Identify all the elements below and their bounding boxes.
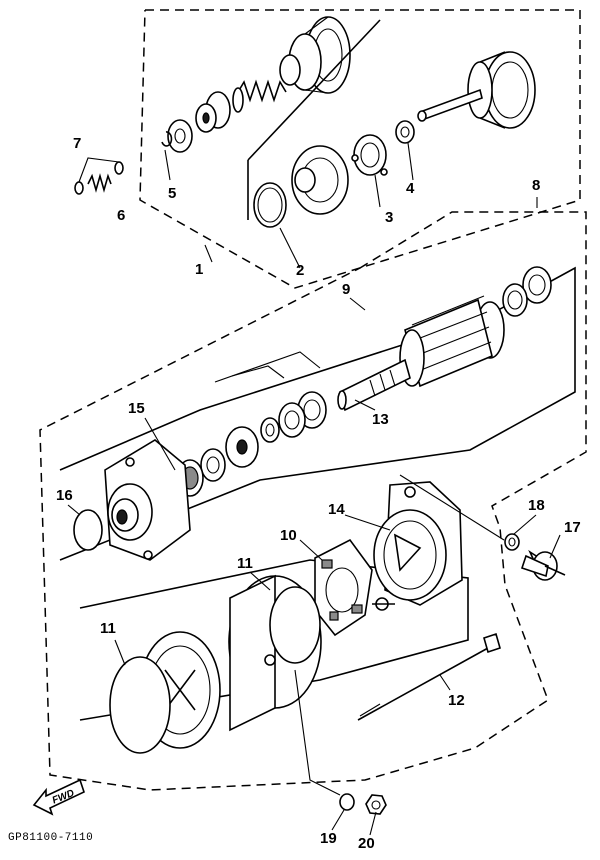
callout-13: 13 xyxy=(372,411,389,428)
washer-18 xyxy=(504,533,520,551)
callout-2: 2 xyxy=(296,262,304,279)
nut-20 xyxy=(365,794,387,815)
front-cover xyxy=(104,439,191,561)
callout-6: 6 xyxy=(117,207,125,224)
group-1-outline xyxy=(139,9,581,289)
callout-18: 18 xyxy=(528,497,545,514)
callout-19: 19 xyxy=(320,830,337,847)
planetary-ring-gear-shaft xyxy=(417,51,536,129)
callout-9: 9 xyxy=(342,281,350,298)
callout-20: 20 xyxy=(358,835,375,852)
washer-stack-lower xyxy=(260,391,327,443)
circlip-5 xyxy=(161,131,173,147)
drawing-code: GP81100-7110 xyxy=(8,832,93,844)
brush-plate-small xyxy=(225,426,259,468)
group-8-outline xyxy=(39,211,587,791)
callout-17: 17 xyxy=(564,519,581,536)
washer-set-9 xyxy=(502,266,552,317)
group-9-outline xyxy=(59,266,576,561)
stopper-collar xyxy=(195,91,231,133)
fwd-label: FWD xyxy=(51,788,76,807)
rear-cover xyxy=(373,481,463,606)
callout-15: 15 xyxy=(128,400,145,417)
washer-19 xyxy=(339,793,355,811)
callout-1: 1 xyxy=(195,261,203,278)
leader-lines xyxy=(67,142,561,836)
callout-4: 4 xyxy=(406,180,415,197)
callout-10: 10 xyxy=(280,527,297,544)
lock-washer-4 xyxy=(395,120,415,144)
callout-8: 8 xyxy=(532,177,540,194)
o-ring-16 xyxy=(73,509,103,551)
callout-11-lower: 11 xyxy=(100,620,116,637)
fwd-arrow-tag: FWD xyxy=(32,778,85,816)
gear-retainer-3 xyxy=(351,134,388,176)
armature xyxy=(337,295,505,412)
callout-11-upper: 11 xyxy=(237,555,253,572)
washer-7b xyxy=(114,161,124,175)
callout-12: 12 xyxy=(448,692,465,709)
pinion-spring xyxy=(232,79,287,113)
overrunning-clutch xyxy=(279,16,351,94)
bolt-17 xyxy=(520,549,566,581)
clutch-housing xyxy=(291,145,349,215)
washer-7a xyxy=(74,181,84,195)
callout-5: 5 xyxy=(168,185,176,202)
through-bolt-12 xyxy=(357,632,501,721)
spring-part-6 xyxy=(87,173,112,193)
callout-14: 14 xyxy=(328,501,345,518)
callout-16: 16 xyxy=(56,487,73,504)
callout-3: 3 xyxy=(385,209,393,226)
bearing-ring-2 xyxy=(253,182,287,228)
o-ring-11-front xyxy=(109,656,171,754)
o-ring-11-rear xyxy=(269,586,321,664)
callout-7: 7 xyxy=(73,135,81,152)
thrust-washer-upper xyxy=(167,119,193,153)
